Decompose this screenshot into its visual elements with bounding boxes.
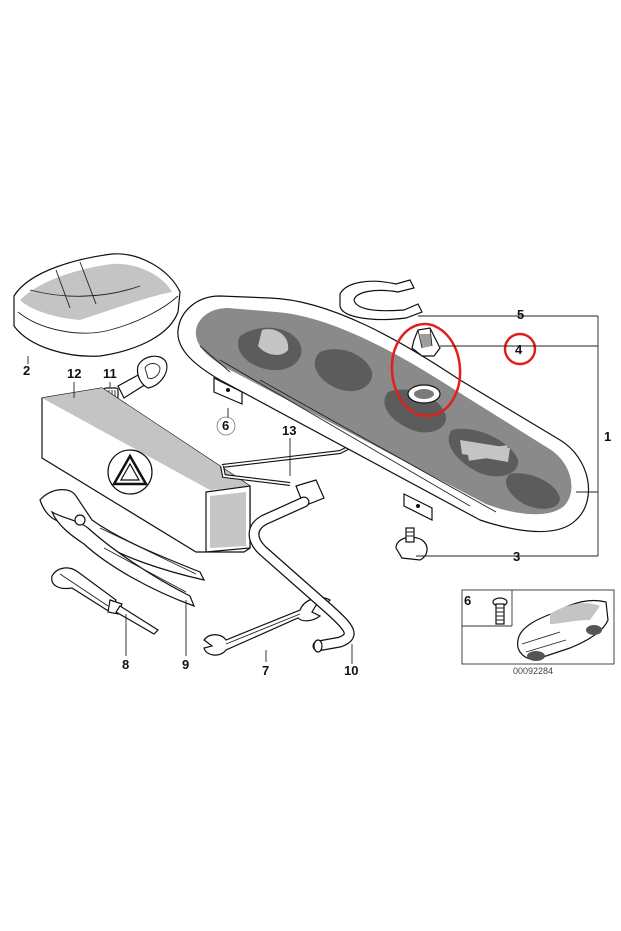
warning-triangle-box-part (41, 387, 251, 553)
label-5: 5 (517, 307, 524, 322)
wheel-brace-part (248, 479, 355, 653)
label-4: 4 (515, 342, 523, 357)
label-10: 10 (344, 663, 358, 678)
screwdriver-part (51, 567, 159, 635)
label-2: 2 (23, 363, 30, 378)
grommet-part (395, 527, 428, 561)
reference-code: 00092284 (513, 666, 553, 676)
label-6: 6 (222, 418, 229, 433)
car-thumbnail (517, 599, 609, 661)
inset-panel (461, 589, 615, 665)
highlight-circle-label-4 (503, 332, 537, 366)
label-6-circle (216, 416, 236, 436)
highlight-ellipse (390, 322, 462, 418)
pliers-part (39, 489, 206, 608)
label-13: 13 (282, 423, 296, 438)
label-12: 12 (67, 366, 81, 381)
label-6-inset: 6 (464, 593, 471, 608)
clip-nut-part (411, 327, 441, 357)
tool-pouch-part (13, 253, 181, 357)
label-1: 1 (604, 429, 611, 444)
label-11: 11 (103, 366, 117, 381)
label-3: 3 (513, 549, 520, 564)
label-8: 8 (122, 657, 129, 672)
strap-part (339, 279, 423, 321)
hex-key-part (220, 446, 349, 486)
tool-tray-part (177, 295, 590, 533)
label-9: 9 (182, 657, 189, 672)
label-7: 7 (262, 663, 269, 678)
open-end-wrench-part (203, 597, 332, 656)
leader-lines (27, 315, 599, 664)
